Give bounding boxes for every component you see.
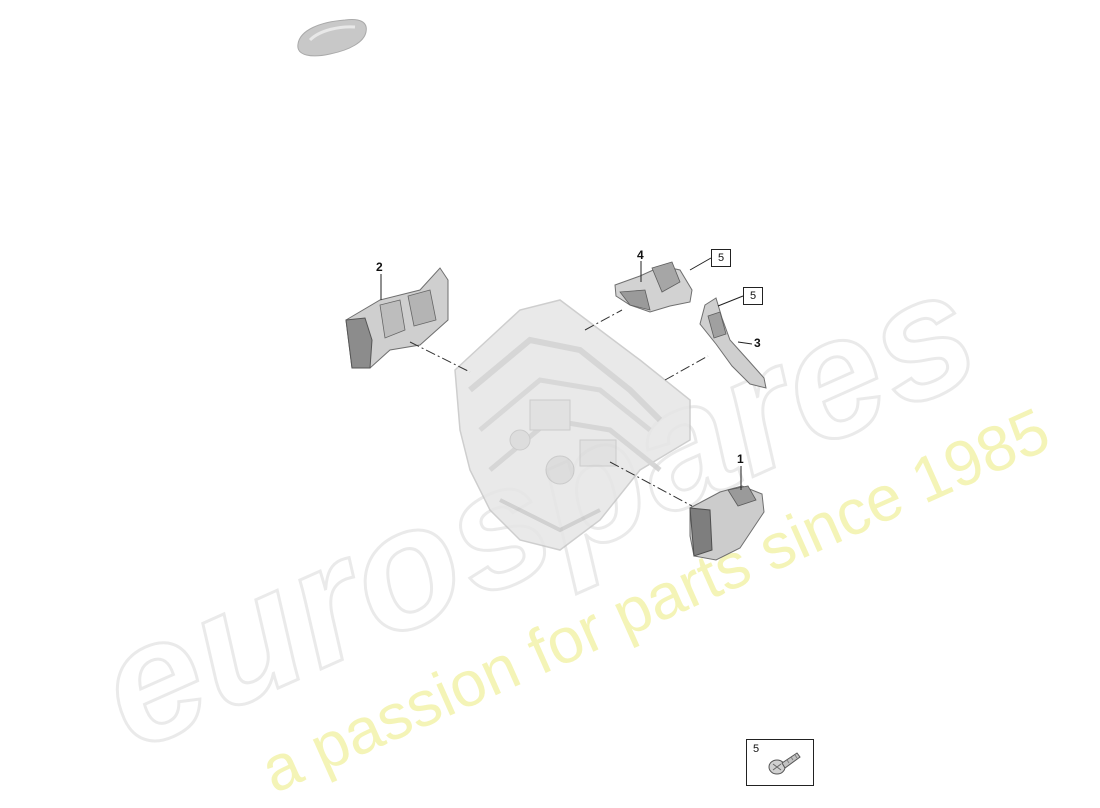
part-4-image	[614, 261, 693, 313]
part-3-image	[699, 297, 767, 389]
part-2-image	[345, 267, 449, 369]
car-thumbnail-icon	[297, 19, 367, 57]
engine-block-image	[454, 299, 691, 551]
callout-part-2: 2	[376, 260, 383, 274]
callout-part-3: 3	[754, 336, 761, 350]
legend-part-number: 5	[753, 743, 760, 755]
assembly-lines	[409, 309, 709, 507]
screw-icon	[768, 752, 801, 775]
leader-lines	[380, 257, 753, 490]
callout-part-1: 1	[737, 452, 744, 466]
boxed-ref-5: 5	[743, 287, 763, 305]
boxed-ref-5: 5	[711, 249, 731, 267]
part-1-image	[689, 485, 765, 561]
callout-part-4: 4	[637, 248, 644, 262]
legend-box: 5	[746, 739, 814, 786]
